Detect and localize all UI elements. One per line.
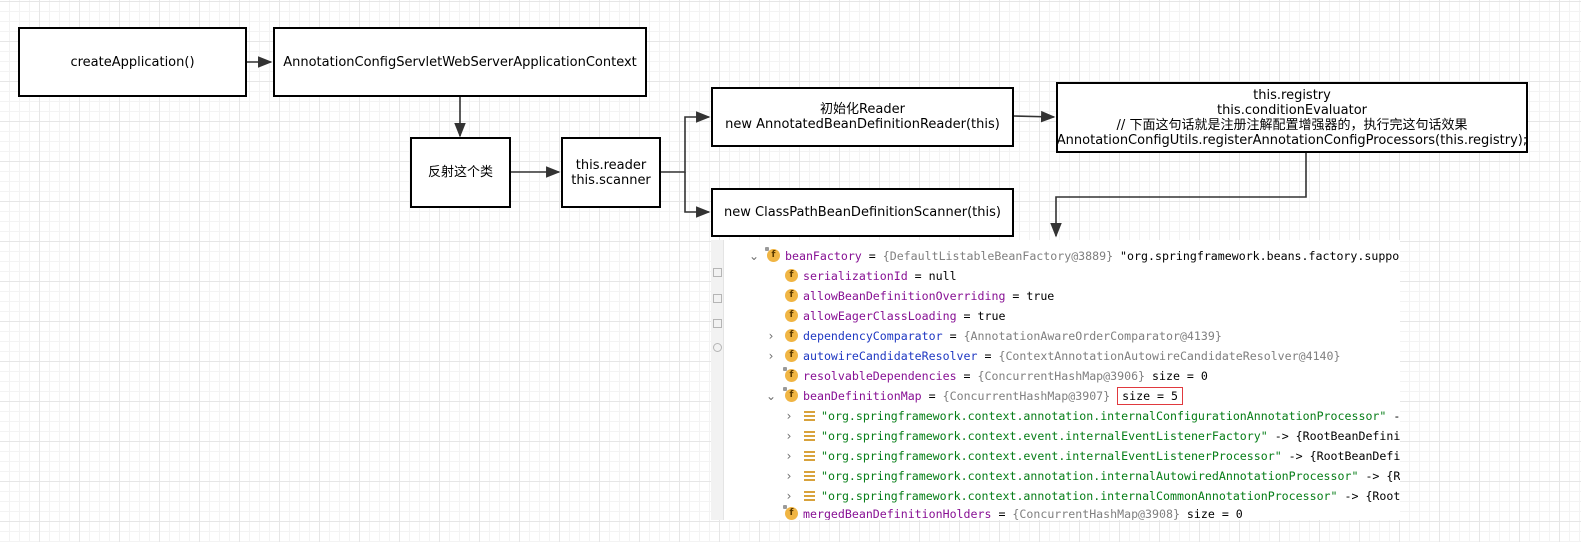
arrow-registry-to-debug (1050, 152, 1307, 238)
field-icon: f (785, 289, 798, 302)
registry-line-4: AnnotationConfigUtils.registerAnnotation… (1056, 132, 1528, 148)
reader-scanner-node: this.reader this.scanner (561, 137, 661, 208)
field-icon: f (783, 387, 798, 402)
list-entry-icon (804, 451, 815, 462)
create-application-node: createApplication() (18, 27, 247, 97)
init-reader-node: 初始化Reader new AnnotatedBeanDefinitionRea… (711, 87, 1014, 147)
field-icon: f (785, 349, 798, 362)
list-entry-icon (804, 431, 815, 442)
field-icon: f (783, 367, 798, 382)
debugger-variables-panel: ⌄ f beanFactory = {DefaultListableBeanFa… (711, 240, 1400, 520)
list-entry-icon (804, 491, 815, 502)
list-entry-icon (804, 471, 815, 482)
scanner-code: new ClassPathBeanDefinitionScanner(this) (724, 205, 1001, 220)
list-entry-icon (804, 411, 815, 422)
field-icon: f (785, 329, 798, 342)
registry-line-1: this.registry (1253, 87, 1331, 103)
chevron-right-icon[interactable]: › (786, 489, 792, 503)
field-icon: f (765, 247, 780, 262)
size-highlight: size = 5 (1117, 387, 1183, 405)
arrow-reader-to-scanner (684, 172, 711, 218)
context-class-node: AnnotationConfigServletWebServerApplicat… (273, 27, 647, 97)
reflect-label: 反射这个类 (427, 165, 493, 180)
chevron-down-icon[interactable]: ⌄ (748, 249, 760, 263)
chevron-right-icon[interactable]: › (768, 329, 774, 343)
context-class-label: AnnotationConfigServletWebServerApplicat… (283, 54, 637, 70)
arrow-reader-to-init (660, 111, 711, 173)
field-icon: f (785, 269, 798, 282)
create-application-label: createApplication() (70, 54, 195, 70)
registry-node: this.registry this.conditionEvaluator //… (1056, 82, 1528, 153)
scanner-node: new ClassPathBeanDefinitionScanner(this) (711, 188, 1014, 237)
init-reader-code: new AnnotatedBeanDefinitionReader(this) (725, 117, 1000, 132)
reflect-node: 反射这个类 (410, 137, 511, 208)
init-reader-title: 初始化Reader (819, 102, 905, 117)
debugger-gutter (711, 240, 724, 520)
field-icon: f (785, 309, 798, 322)
registry-line-3: // 下面这句话就是注册注解配置增强器的，执行完这句话效果 (1116, 117, 1468, 133)
chevron-right-icon[interactable]: › (786, 449, 792, 463)
chevron-down-icon[interactable]: ⌄ (765, 389, 777, 403)
registry-line-2: this.conditionEvaluator (1216, 102, 1368, 118)
chevron-right-icon[interactable]: › (786, 409, 792, 423)
field-icon: f (783, 505, 798, 520)
chevron-right-icon[interactable]: › (768, 349, 774, 363)
arrow-init-to-registry (1012, 110, 1056, 123)
chevron-right-icon[interactable]: › (786, 429, 792, 443)
reader-label: this.reader (575, 157, 647, 173)
chevron-right-icon[interactable]: › (786, 469, 792, 483)
scanner-label: this.scanner (571, 172, 651, 188)
